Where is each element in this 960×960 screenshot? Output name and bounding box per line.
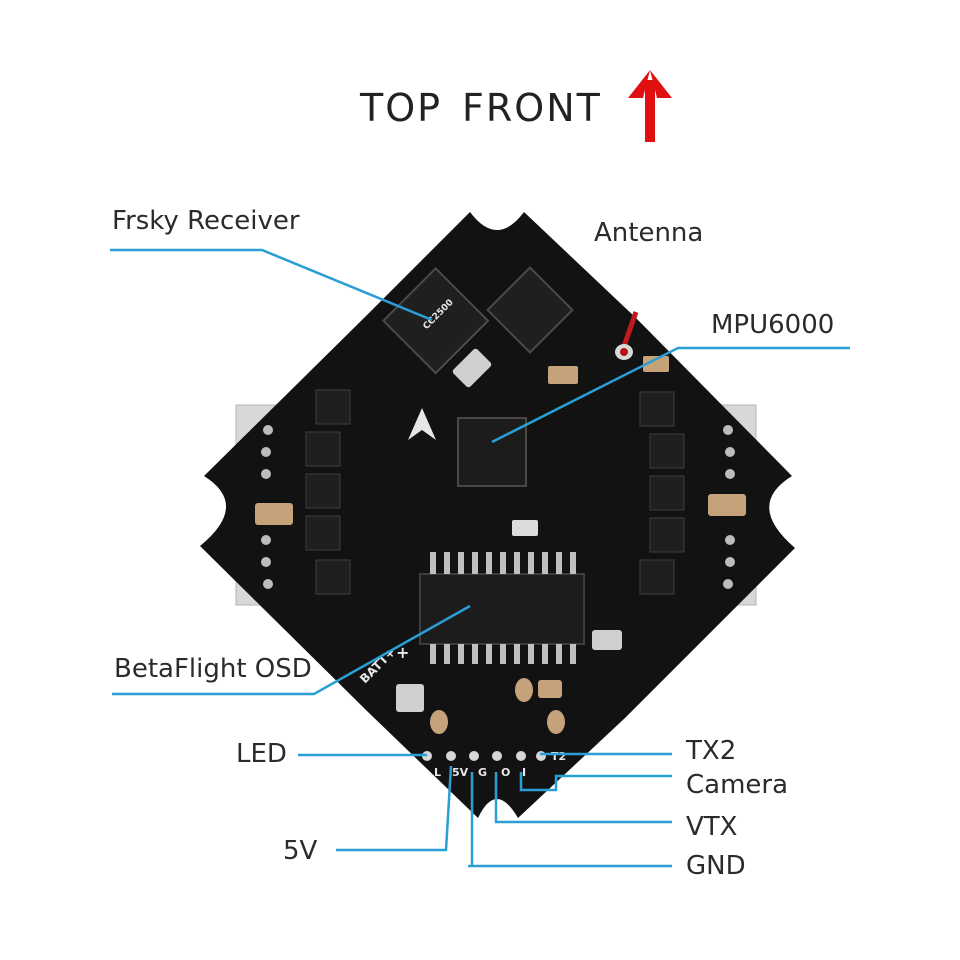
motor-pads-right [723,425,735,589]
mpu6000-chip [457,417,527,487]
battery-pad-plus [396,684,424,712]
callout-vtx [494,772,672,824]
cap-right-top [643,356,669,372]
label-betaflight-osd: BetaFlight OSD [114,654,312,684]
callout-mpu6000 [491,346,850,444]
red-up-arrow-icon [628,70,672,142]
orientation-title: TOP FRONT [360,86,602,130]
title-top: TOP [360,86,443,130]
label-camera: Camera [686,770,789,800]
callout-gnd [468,772,672,868]
osd-chip-pins-bottom [430,644,576,664]
esc-fet-l4 [305,515,341,551]
silk-pad-g: G [478,766,487,779]
esc-fet-l3 [305,473,341,509]
battery-pad-minus [430,710,448,734]
small-part [512,520,538,536]
esc-fet-r5 [639,559,675,595]
frsky-receiver-chip [381,266,490,375]
callout-5v [336,765,453,852]
silk-pad-5v: 5V [452,766,469,779]
title-front: FRONT [462,86,602,130]
cap-right [708,494,746,516]
label-antenna: Antenna [594,218,704,248]
esc-fet-r4 [649,517,685,553]
esc-fet-l5 [315,559,351,595]
callout-lines [110,248,850,868]
cap-bottom [538,680,562,698]
callout-camera [519,772,672,792]
callout-betaflight-osd [112,604,471,696]
silk-pad-i: I [522,766,526,779]
antenna-solder [620,348,628,356]
cap-left [255,503,293,525]
crystal [452,348,492,388]
esc-fet-l2 [305,431,341,467]
esc-fet-r2 [649,433,685,469]
silk-pad-l: L [434,766,441,779]
callout-frsky-receiver [110,248,433,322]
betaflight-osd-chip [419,573,585,645]
label-led: LED [236,739,287,769]
esc-fet-l1 [315,389,351,425]
silk-plus: + [396,643,409,662]
cap-receiver [548,366,578,384]
pad-large-right [547,710,565,734]
silk-pad-o: O [501,766,510,779]
pad-large-bottom [515,678,533,702]
esc-fet-r1 [639,391,675,427]
label-frsky-receiver: Frsky Receiver [112,206,300,236]
silk-pad-t2: T2 [551,750,566,763]
esc-fet-r3 [649,475,685,511]
label-mpu6000: MPU6000 [711,310,835,340]
label-5v: 5V [283,836,318,866]
signal-pads [422,751,546,761]
label-gnd: GND [686,851,746,881]
cap-bottom-right [592,630,622,650]
motor-pads-left [261,425,273,589]
arrow-a-logo-icon [408,408,436,440]
receiver-support-chip [486,266,574,354]
label-tx2: TX2 [686,736,737,766]
label-vtx: VTX [686,812,738,842]
osd-chip-pins-top [430,552,576,574]
